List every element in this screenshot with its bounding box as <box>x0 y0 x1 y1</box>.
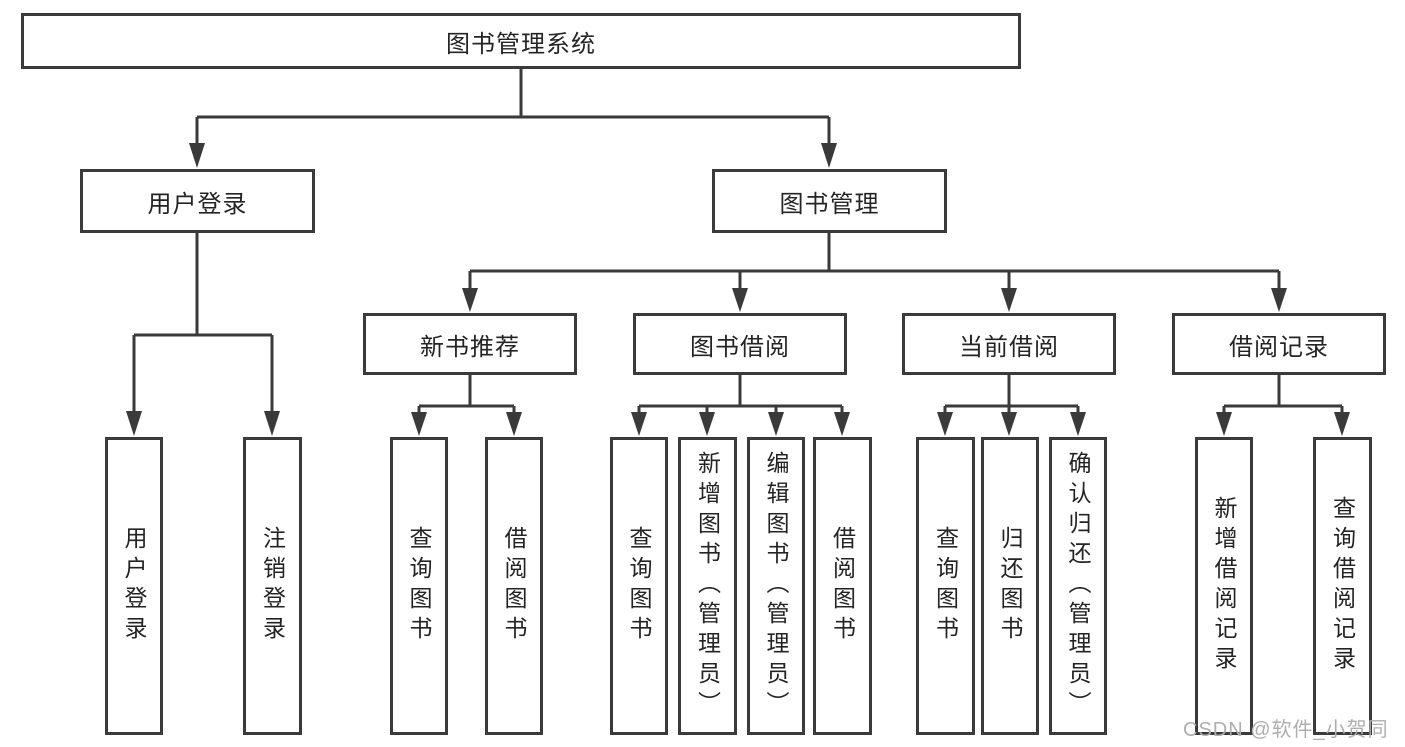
leaf-borrow-books-recommend: 借阅图书 <box>485 437 543 735</box>
leaf-query-books-current: 查询图书 <box>916 437 975 735</box>
node-branch-book-management: 图书管理 <box>712 169 947 233</box>
node-book-borrow: 图书借阅 <box>633 313 847 375</box>
node-current-borrow: 当前借阅 <box>902 313 1116 375</box>
leaf-query-borrow-record: 查询借阅记录 <box>1313 437 1372 735</box>
csdn-watermark: CSDN @软件_小贺同学 <box>1183 719 1389 741</box>
leaf-confirm-return-admin: 确认归还（管理员） <box>1049 437 1107 735</box>
leaf-logout: 注销登录 <box>243 437 302 735</box>
leaf-user-login: 用户登录 <box>105 437 163 735</box>
leaf-return-book: 归还图书 <box>981 437 1039 735</box>
leaf-borrow-books-borrow: 借阅图书 <box>813 437 872 735</box>
node-new-book-recommend: 新书推荐 <box>363 313 577 375</box>
leaf-add-book-admin: 新增图书（管理员） <box>678 437 737 735</box>
node-branch-user-login: 用户登录 <box>80 169 315 233</box>
leaf-query-books-borrow: 查询图书 <box>610 437 668 735</box>
leaf-add-borrow-record: 新增借阅记录 <box>1195 437 1253 735</box>
node-root-system: 图书管理系统 <box>21 13 1021 69</box>
leaf-query-books-recommend: 查询图书 <box>390 437 448 735</box>
leaf-edit-book-admin: 编辑图书（管理员） <box>747 437 805 735</box>
node-borrow-records: 借阅记录 <box>1172 313 1386 375</box>
